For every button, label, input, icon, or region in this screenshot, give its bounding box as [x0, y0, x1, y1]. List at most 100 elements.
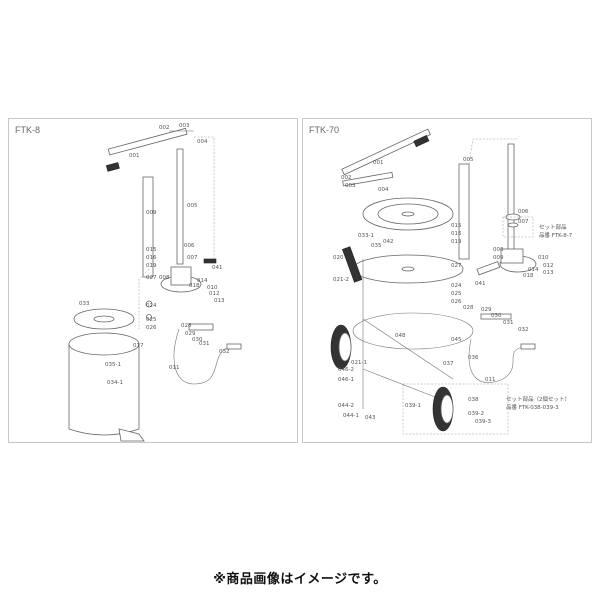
part-number-label: 030	[491, 313, 502, 319]
cart-handle	[342, 246, 363, 283]
pump-cylinder	[458, 163, 470, 260]
grease-hose	[173, 328, 230, 385]
part-number-label: 043	[365, 415, 376, 421]
part-number-label: 044-2	[338, 403, 354, 409]
pump-lever	[203, 258, 217, 264]
seal-set-box	[502, 216, 534, 238]
pump-rod	[176, 148, 184, 265]
part-number-label: 001	[129, 153, 140, 159]
part-number-label: 009	[146, 210, 157, 216]
image-disclaimer-caption: ※商品画像はイメージです。	[213, 572, 387, 587]
part-number-label: 041	[212, 265, 223, 271]
part-number-label: 042	[383, 239, 394, 245]
part-number-label: 024	[451, 283, 462, 289]
part-number-label: 006	[518, 209, 529, 215]
part-number-label: 015	[146, 247, 157, 253]
part-number-label: 014	[528, 267, 539, 273]
part-number-label: 026	[146, 325, 157, 331]
part-number-label: 026	[451, 299, 462, 305]
panel-title: FTK-8	[15, 125, 41, 135]
part-number-label: 007	[187, 255, 198, 261]
part-number-label: 036	[468, 355, 479, 361]
part-number-label: 012	[209, 291, 220, 297]
pump-cylinder	[142, 176, 154, 278]
part-number-label: 035-1	[105, 362, 121, 368]
part-number-label: 003	[179, 123, 190, 129]
part-number-label: 039-3	[475, 419, 491, 425]
wheel-set-note-line1: セット部品（2個セット）	[506, 395, 570, 403]
part-number-label: 018	[189, 283, 200, 289]
part-number-label: 019	[146, 263, 157, 269]
part-number-label: 025	[146, 317, 157, 323]
part-number-label: 020	[333, 255, 344, 261]
part-number-label: 013	[214, 298, 225, 304]
panel-title: FTK-70	[309, 125, 340, 135]
part-number-label: 038	[468, 397, 479, 403]
part-number-label: 003	[345, 183, 356, 189]
part-number-label: 005	[187, 203, 198, 209]
part-number-label: 017	[133, 343, 144, 349]
part-number-label: 033-1	[358, 233, 374, 239]
ftk-8-parts-drawing: 001 002 003 004 005 006 007 008 009 010 …	[68, 123, 242, 442]
part-number-label: 005	[463, 157, 474, 163]
part-number-label: 027	[451, 263, 462, 269]
part-number-label: 032	[518, 327, 529, 333]
drum-ring	[352, 312, 474, 350]
hose-fitting	[188, 323, 214, 331]
hose-fitting	[480, 313, 512, 320]
handle-grip	[413, 134, 430, 148]
ftk-70-parts-drawing: セット部品 品番 FTK-8-7 セット部品（2個セット） 品番 FTK-038…	[330, 128, 573, 435]
part-number-label: 028	[181, 323, 192, 329]
part-number-label: 045	[451, 337, 462, 343]
part-number-label: 044-1	[343, 413, 359, 419]
seal-set-note-line1: セット部品	[539, 223, 567, 231]
part-number-label: 046-1	[338, 377, 354, 383]
part-number-label: 012	[543, 263, 554, 269]
part-number-label: 019	[451, 239, 462, 245]
part-number-label: 035	[371, 243, 382, 249]
seal-set-note-line2: 品番 FTK-8-7	[539, 232, 573, 239]
part-number-label: 032	[219, 349, 230, 355]
part-number-label: 009	[493, 255, 504, 261]
diagram-panel-ftk-70: FTK-70	[302, 118, 592, 443]
part-number-label: 001	[373, 160, 384, 166]
part-number-label: 039-1	[405, 403, 421, 409]
part-number-label: 041	[475, 281, 486, 287]
part-number-label: 007	[518, 219, 529, 225]
part-number-label: 030	[192, 337, 203, 343]
part-number-label: 024	[146, 303, 157, 309]
handle-lever	[341, 128, 431, 176]
part-number-label: 006	[184, 243, 195, 249]
part-number-label: 021-2	[333, 277, 349, 283]
part-number-label: 031	[503, 320, 514, 326]
part-number-label: 018	[523, 273, 534, 279]
part-number-label: 008	[159, 275, 170, 281]
part-number-label: 021-1	[351, 360, 367, 366]
part-number-label: 004	[197, 139, 208, 145]
part-number-label: 013	[543, 270, 554, 276]
part-number-label: 027	[146, 275, 157, 281]
part-number-label: 048	[395, 333, 406, 339]
part-number-label: 029	[185, 331, 196, 337]
part-number-label: 037	[443, 361, 454, 367]
part-number-label: 014	[197, 278, 208, 284]
part-number-label: 002	[341, 175, 352, 181]
part-number-label: 016	[451, 231, 462, 237]
part-number-label: 039-2	[468, 411, 484, 417]
part-number-label: 033	[79, 301, 90, 307]
part-number-label: 046-2	[338, 367, 354, 373]
part-number-label: 002	[159, 125, 170, 131]
grease-hose	[468, 338, 524, 383]
part-number-label: 016	[146, 255, 157, 261]
part-number-label: 028	[463, 305, 474, 311]
part-number-label: 029	[481, 307, 492, 313]
part-number-label: 011	[485, 377, 496, 383]
pump-rod	[507, 143, 515, 255]
part-number-label: 031	[199, 341, 210, 347]
handle-grip	[105, 162, 120, 172]
wheel-set-note-line2: 品番 FTK-038-039-3	[506, 404, 559, 411]
part-number-label: 008	[493, 247, 504, 253]
diagram-panel-ftk-8: FTK-8 001 002 003 004 005 00	[8, 118, 298, 443]
part-number-label: 015	[451, 223, 462, 229]
handle-lever	[107, 127, 188, 156]
